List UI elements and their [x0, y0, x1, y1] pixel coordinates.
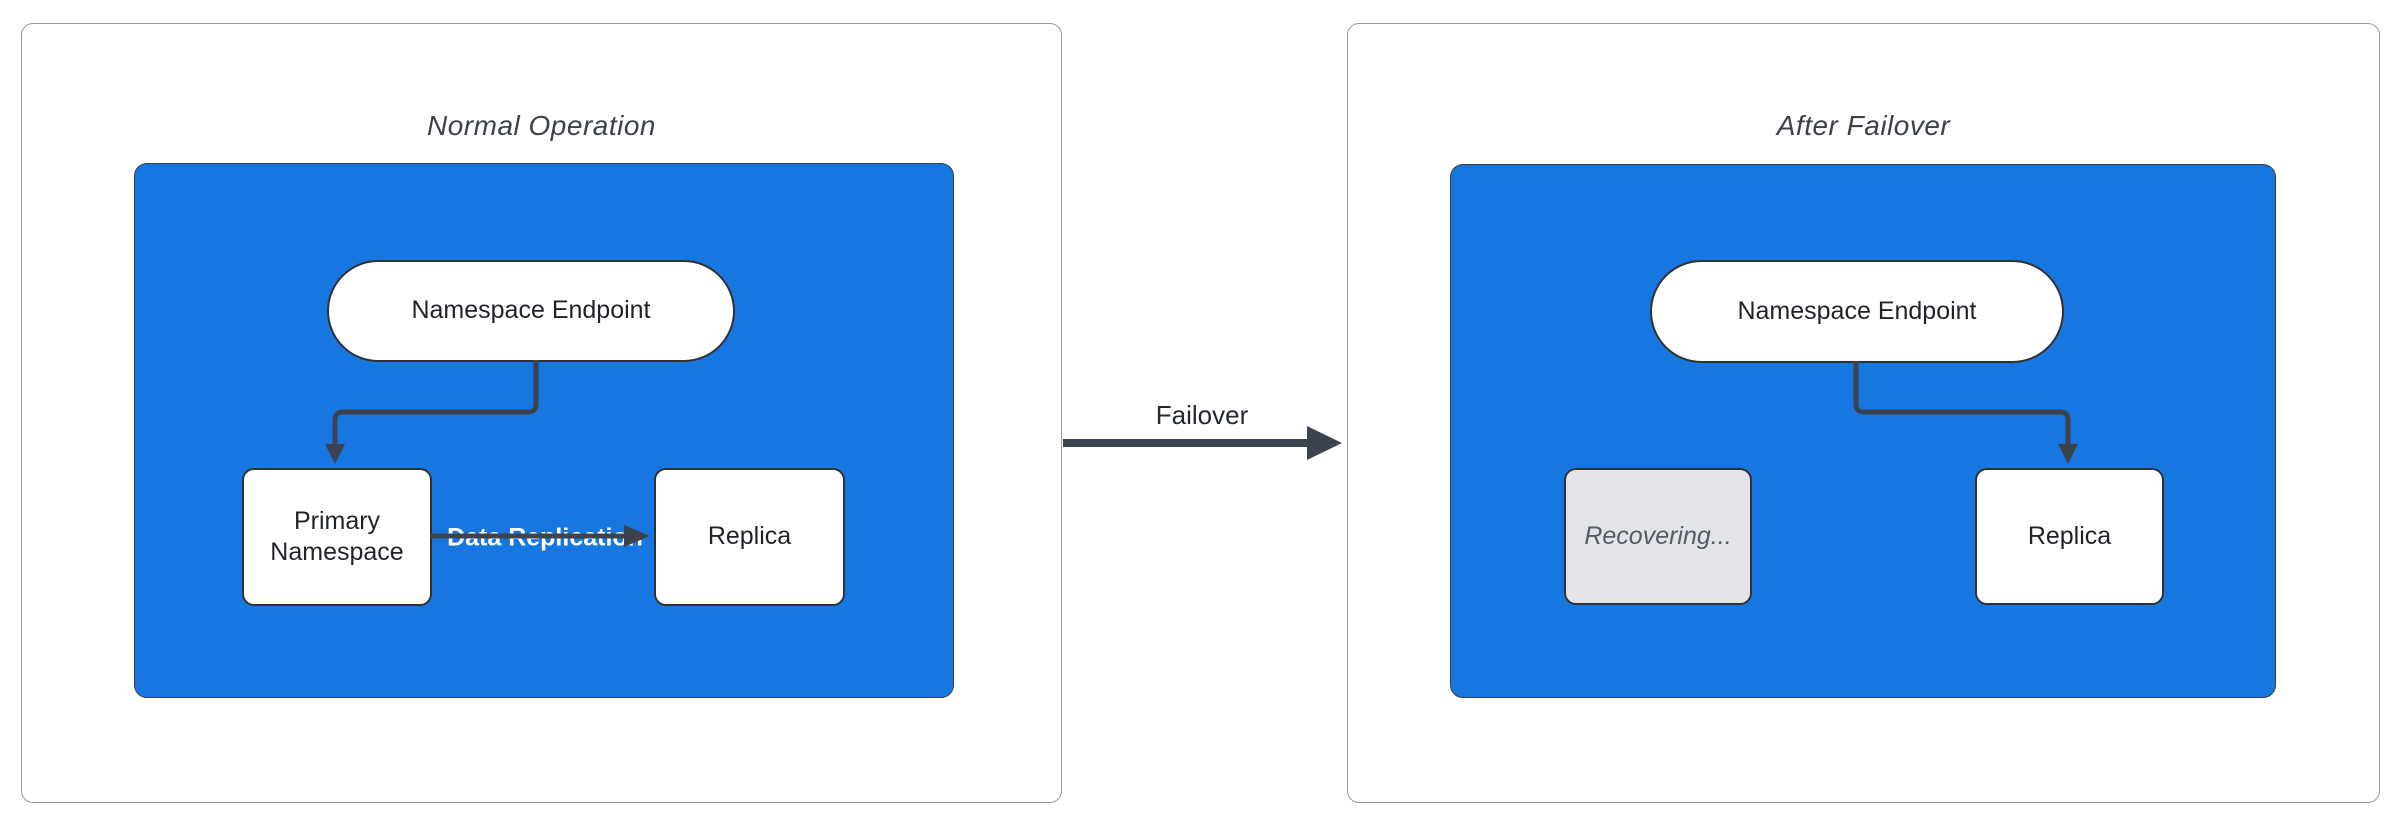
edge-label-data-replication: Data Replication [441, 521, 649, 555]
namespace-endpoint-label: Namespace Endpoint [1737, 296, 1977, 325]
failover-arrow-label: Failover [1155, 400, 1249, 430]
panel-title: Normal Operation [427, 110, 656, 141]
cluster-box: Namespace Endpoint Primary Namespace Rep… [134, 163, 954, 698]
recovering-label: Recovering... [1584, 521, 1732, 550]
namespace-endpoint-label: Namespace Endpoint [411, 296, 651, 325]
panel-after-failover: After Failover Namespace Endpoint Recove… [1347, 23, 2380, 803]
recovering-node: Recovering... [1564, 468, 1752, 605]
primary-namespace-node: Primary Namespace [242, 468, 432, 606]
namespace-endpoint-node: Namespace Endpoint [1650, 260, 2064, 363]
cluster-box: Namespace Endpoint Recovering... Replica [1450, 164, 2276, 698]
namespace-endpoint-node: Namespace Endpoint [327, 260, 735, 362]
panel-title: After Failover [1776, 110, 1951, 141]
replica-label: Replica [2027, 521, 2112, 550]
replica-node: Replica [654, 468, 845, 606]
primary-namespace-label: Primary Namespace [270, 506, 404, 566]
replica-node: Replica [1975, 468, 2164, 605]
panel-normal-operation: Normal Operation Namespace Endpoint Prim… [21, 23, 1062, 803]
failover-arrow [1063, 426, 1342, 460]
replica-label: Replica [707, 522, 792, 551]
